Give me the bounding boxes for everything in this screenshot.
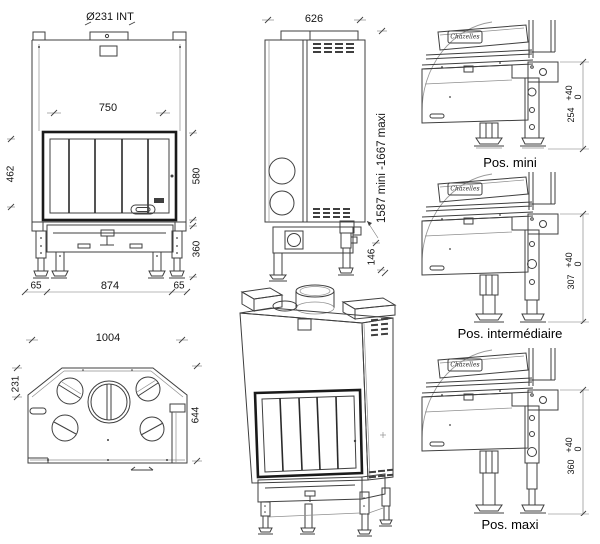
perspective-door bbox=[253, 388, 364, 479]
top-duct-hole bbox=[135, 376, 161, 402]
front-door-glass bbox=[49, 138, 170, 214]
dim-body-width: 874 bbox=[101, 280, 119, 292]
dim-adjust: +40 bbox=[564, 85, 574, 100]
front-pedestal bbox=[46, 224, 174, 253]
dim-zero: 0 bbox=[573, 94, 583, 99]
side-top-vents bbox=[313, 43, 354, 53]
front-legs bbox=[33, 230, 185, 279]
detail-maxi-drawing: Chazelles bbox=[421, 348, 559, 514]
dim-offset-left: 65 bbox=[30, 281, 42, 292]
position-detail-mini: Chazelles +40 0 25 bbox=[421, 20, 589, 153]
side-duct-lower bbox=[269, 190, 295, 216]
front-view: Ø231 INT 750 462 580 360 65 874 65 bbox=[6, 11, 203, 296]
dim-zero: 0 bbox=[573, 261, 583, 266]
perspective-bottom-vents bbox=[368, 468, 394, 479]
dim-height: 307 bbox=[566, 274, 576, 289]
perspective-legs bbox=[258, 487, 393, 537]
caption-pos-maxi: Pos. maxi bbox=[481, 517, 539, 532]
dim-overall-width: 1004 bbox=[96, 332, 120, 344]
position-detail-maxi: Chazelles bbox=[421, 348, 589, 516]
caption-pos-intermediaire: Pos. intermédiaire bbox=[457, 326, 563, 341]
side-view: 626 1587 mini -1667 maxi 146 bbox=[262, 13, 389, 282]
dim-base-height: 360 bbox=[192, 240, 203, 257]
perspective-side-vents bbox=[370, 317, 389, 337]
door-handle bbox=[130, 204, 156, 215]
top-duct-hole bbox=[51, 414, 79, 442]
detail-inter-drawing: Chazelles bbox=[421, 172, 559, 323]
detail-inter-dimensions: +40 0 307 bbox=[548, 210, 589, 324]
side-view-body bbox=[264, 30, 366, 282]
dim-height: 254 bbox=[566, 107, 576, 122]
door-badge bbox=[154, 198, 164, 203]
front-door-frame bbox=[41, 130, 178, 222]
dim-total-height: 1587 mini -1667 maxi bbox=[376, 113, 388, 223]
detail-mini-dimensions: +40 0 254 bbox=[548, 58, 589, 153]
side-pedestal bbox=[272, 226, 354, 254]
brand-logo: Chazelles bbox=[450, 34, 479, 41]
dim-opening-width: 750 bbox=[99, 102, 117, 114]
position-detail-intermediate: Chazelles +40 bbox=[421, 172, 589, 324]
dim-corner-depth: 231 bbox=[11, 375, 22, 392]
side-duct-upper bbox=[268, 157, 296, 185]
top-view-dimensions: 1004 231 644 bbox=[11, 332, 202, 465]
dim-adjust: +40 bbox=[564, 252, 574, 267]
top-flue-hole bbox=[87, 380, 131, 424]
detail-maxi-dimensions: +40 0 360 bbox=[548, 386, 589, 516]
dim-leg-height: 146 bbox=[367, 248, 378, 265]
caption-pos-mini: Pos. mini bbox=[483, 155, 537, 170]
dim-adjust: +40 bbox=[564, 437, 574, 452]
dim-height: 360 bbox=[566, 459, 576, 474]
dim-depth: 626 bbox=[305, 13, 323, 25]
dim-overall-depth: 644 bbox=[191, 406, 202, 423]
top-duct-hole bbox=[56, 377, 84, 405]
dim-zero: 0 bbox=[573, 446, 583, 451]
detail-mini-drawing: Chazelles bbox=[421, 20, 559, 149]
dim-flue-diameter: Ø231 INT bbox=[86, 11, 134, 23]
top-view: 1004 231 644 bbox=[11, 332, 202, 471]
front-view-body bbox=[31, 31, 187, 279]
brand-logo: Chazelles bbox=[450, 362, 479, 369]
front-view-dimensions: Ø231 INT 750 462 580 360 65 874 65 bbox=[6, 11, 203, 296]
dim-door-height: 580 bbox=[192, 167, 203, 184]
perspective-body bbox=[239, 284, 397, 537]
top-duct-hole bbox=[139, 416, 165, 442]
side-bottom-vents bbox=[313, 208, 350, 218]
brand-logo: Chazelles bbox=[450, 186, 479, 193]
dim-offset-right: 65 bbox=[173, 281, 185, 292]
side-view-dimensions: 626 1587 mini -1667 maxi 146 bbox=[262, 13, 389, 277]
top-view-body bbox=[27, 367, 188, 471]
perspective-view bbox=[239, 284, 397, 537]
dim-glass-height: 462 bbox=[6, 165, 17, 182]
